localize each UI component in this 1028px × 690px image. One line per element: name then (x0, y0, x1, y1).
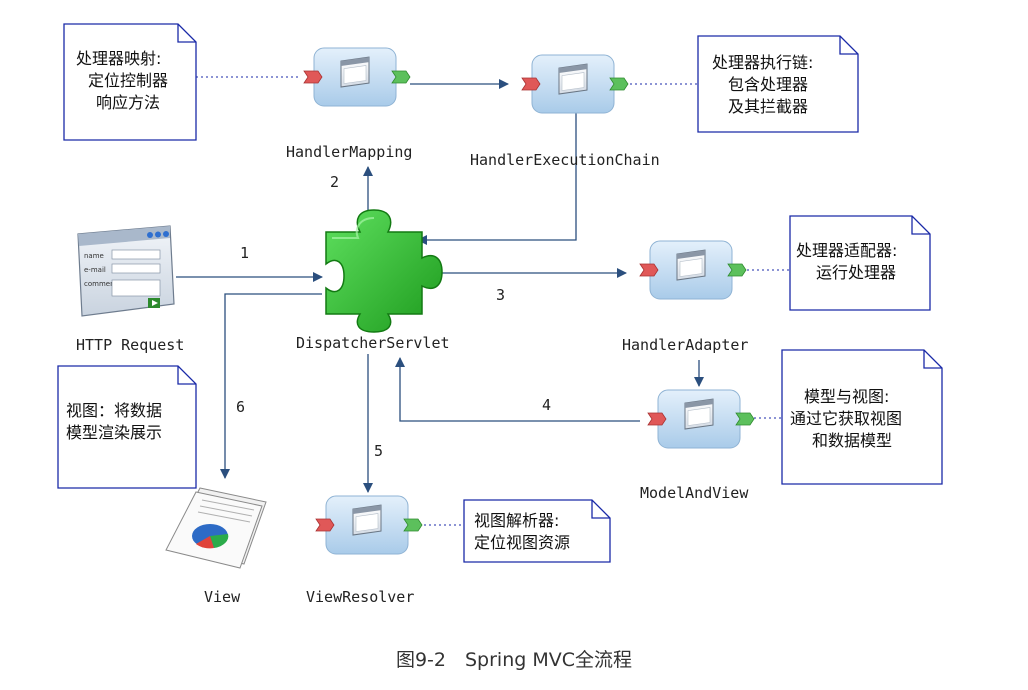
arrow-step-6 (220, 293, 322, 479)
label-model-and-view: ModelAndView (640, 484, 749, 502)
note-chain-line-2: 包含处理器 (728, 75, 808, 94)
http-request-form-icon: name e-mail comments (77, 225, 175, 317)
note-handler-mapping-line-2: 定位控制器 (88, 71, 168, 90)
form-field-email-label: e-mail (84, 266, 106, 274)
dispatcher-servlet-puzzle-icon (325, 209, 443, 333)
label-http-request: HTTP Request (76, 336, 184, 354)
note-handler-execution-chain: 处理器执行链: 包含处理器 及其拦截器 (697, 35, 859, 133)
arrow-step-4 (395, 357, 640, 422)
step-number-3: 3 (496, 286, 505, 304)
note-resolver-line-1: 视图解析器: (474, 511, 559, 530)
note-mav-line-3: 和数据模型 (812, 431, 892, 450)
figure-caption: 图9-2 Spring MVC全流程 (396, 649, 632, 671)
arrow-chain-to-dispatcher (417, 110, 577, 245)
step-number-2: 2 (330, 173, 339, 191)
label-view: View (204, 588, 241, 606)
note-view-line-2: 模型渲染展示 (66, 423, 162, 442)
view-report-icon (165, 487, 267, 569)
note-resolver-line-2: 定位视图资源 (474, 533, 570, 552)
step-number-5: 5 (374, 442, 383, 460)
note-chain-line-3: 及其拦截器 (728, 97, 808, 116)
model-and-view-icon (647, 389, 755, 449)
note-view-line-1: 视图：将数据 (66, 401, 162, 420)
label-view-resolver: ViewResolver (306, 588, 414, 606)
label-handler-adapter: HandlerAdapter (622, 336, 748, 354)
note-mav-line-2: 通过它获取视图 (790, 409, 902, 428)
step-number-4: 4 (542, 396, 551, 414)
note-adapter-line-2: 运行处理器 (816, 263, 896, 282)
handler-mapping-icon (303, 47, 411, 107)
handler-execution-chain-icon (521, 54, 629, 114)
note-view: 视图：将数据 模型渲染展示 (57, 365, 197, 489)
step-number-6: 6 (236, 398, 245, 416)
label-dispatcher-servlet: DispatcherServlet (296, 334, 450, 352)
note-view-resolver: 视图解析器: 定位视图资源 (463, 499, 611, 563)
note-chain-line-1: 处理器执行链: (712, 53, 813, 72)
form-field-name-label: name (84, 252, 104, 260)
note-model-and-view: 模型与视图: 通过它获取视图 和数据模型 (781, 349, 943, 485)
note-handler-mapping-line-3: 响应方法 (96, 93, 160, 112)
note-handler-mapping: 处理器映射: 定位控制器 响应方法 (63, 23, 197, 141)
view-resolver-icon (315, 495, 423, 555)
label-handler-execution-chain: HandlerExecutionChain (470, 151, 660, 169)
note-mav-line-1: 模型与视图: (804, 387, 889, 406)
step-number-1: 1 (240, 244, 249, 262)
note-handler-mapping-line-1: 处理器映射: (76, 49, 161, 68)
flow-arrows (176, 79, 704, 493)
handler-adapter-icon (639, 240, 747, 300)
form-field-comments-label: comments (84, 280, 121, 288)
note-adapter-line-1: 处理器适配器: (796, 241, 897, 260)
label-handler-mapping: HandlerMapping (286, 143, 412, 161)
note-handler-adapter: 处理器适配器: 运行处理器 (789, 215, 931, 311)
